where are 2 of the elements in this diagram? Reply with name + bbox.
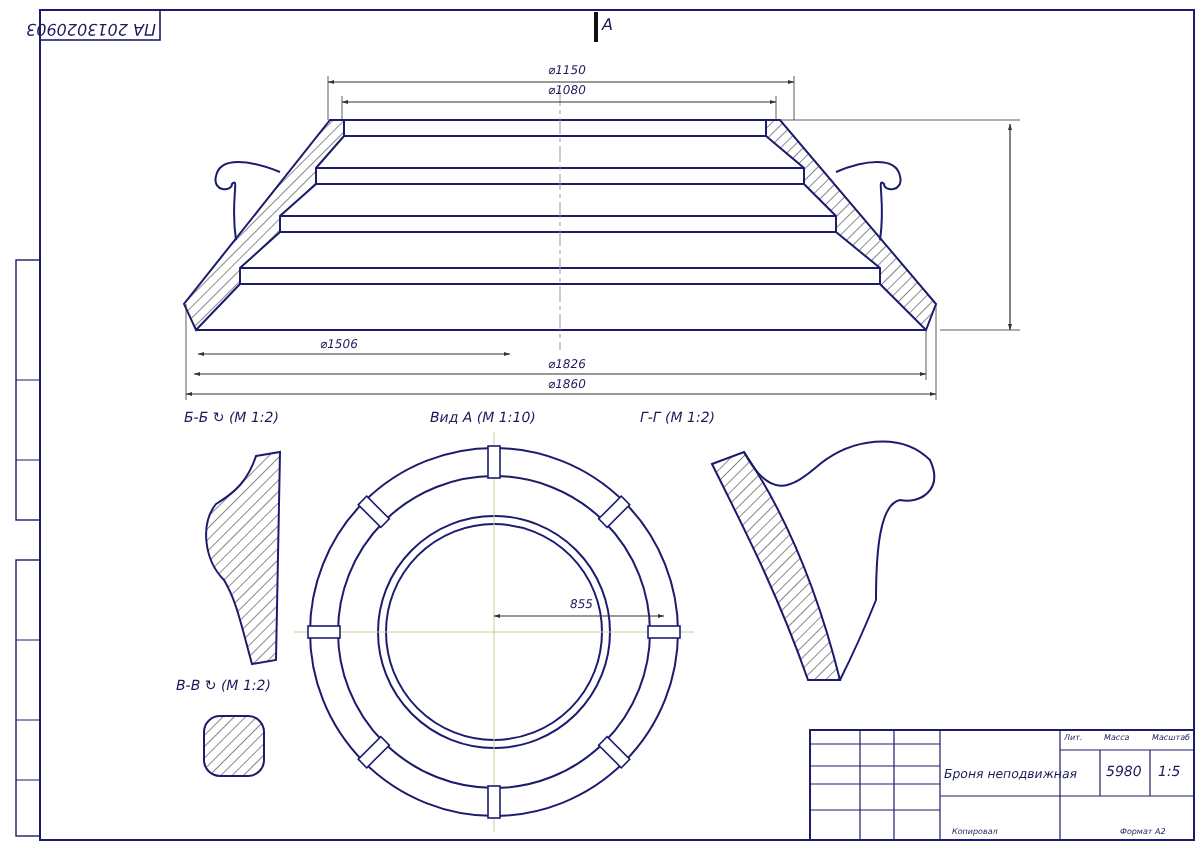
document-number: ПА 2013020903 [26,20,156,36]
view-letter: А [602,18,613,34]
